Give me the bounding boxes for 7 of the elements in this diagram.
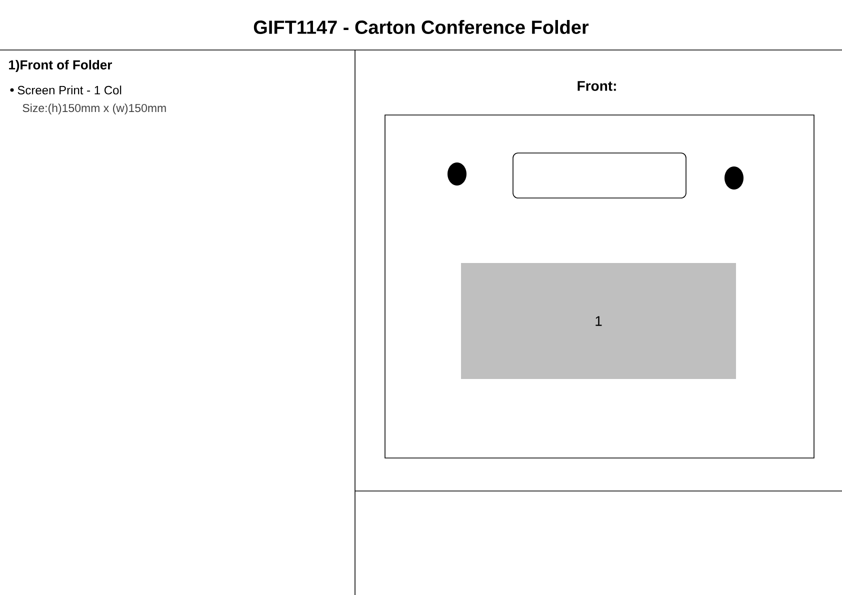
folder-outline: [384, 114, 814, 458]
size-note: Size:(h)150mm x (w)150mm: [22, 104, 166, 114]
print-area: 1: [461, 263, 736, 379]
title: GIFT1147 - Carton Conference Folder: [254, 20, 589, 34]
view-heading: Front:: [578, 81, 616, 91]
section-heading: 1)Front of Folder: [9, 60, 112, 72]
print-method: Screen Print - 1 Col: [18, 86, 122, 94]
